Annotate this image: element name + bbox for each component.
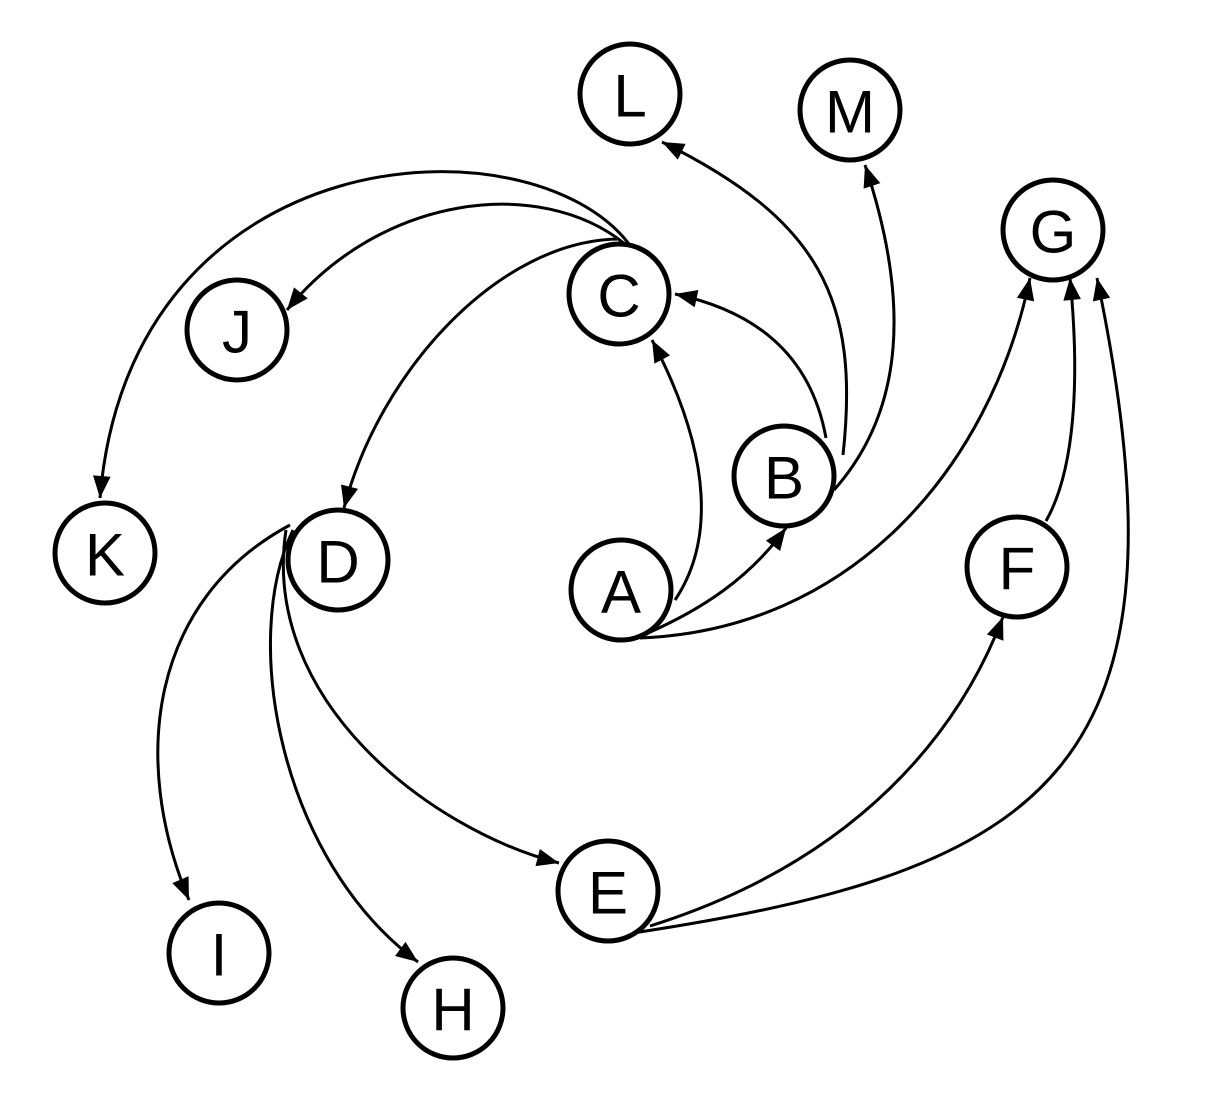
node-label-h: H [431,977,474,1044]
edge-c-to-j [285,202,626,311]
node-label-g: G [1030,199,1077,266]
edge-b-to-m [832,164,896,491]
node-h: H [400,955,506,1061]
node-circle-f [964,514,1070,620]
node-label-i: I [211,922,228,989]
node-label-b: B [764,445,804,512]
edge-e-to-g [632,277,1130,935]
node-circle-g [1000,177,1106,283]
node-m: M [797,57,903,163]
edge-c-to-d [341,237,620,509]
edge-e-to-f [649,616,1005,928]
node-label-c: C [597,263,640,330]
node-circle-e [555,838,661,944]
node-i: I [166,900,272,1006]
node-circle-j [184,277,290,383]
node-label-j: J [222,299,252,366]
edge-f-to-g [1044,277,1081,522]
node-circle-h [400,955,506,1061]
node-label-m: M [825,79,875,146]
node-g: G [1000,177,1106,283]
node-circle-d [285,507,391,613]
node-a: A [568,537,674,643]
edge-d-to-i [156,523,291,901]
edge-a-to-b [647,527,788,635]
node-b: B [731,423,837,529]
node-label-e: E [588,860,628,927]
node-circle-b [731,423,837,529]
node-j: J [184,277,290,383]
edge-b-to-c [674,289,828,439]
node-circle-i [166,900,272,1006]
node-label-f: F [999,536,1036,603]
node-l: L [577,41,683,147]
edge-d-to-e [282,529,560,867]
node-e: E [555,838,661,944]
node-circle-l [577,41,683,147]
edge-b-to-l [661,140,849,456]
node-k: K [52,500,158,606]
edge-d-to-h [269,529,419,964]
node-circle-a [568,537,674,643]
node-circle-c [566,241,672,347]
node-label-l: L [613,63,646,130]
edge-a-to-g [639,277,1035,640]
edge-a-to-c [650,339,703,601]
edge-c-to-k [93,170,631,499]
node-c: C [566,241,672,347]
node-circle-k [52,500,158,606]
node-label-k: K [85,522,125,589]
nodes-layer: A B C D E F G H I J K L M [52,41,1106,1061]
edges-layer [93,140,1130,964]
node-f: F [964,514,1070,620]
node-d: D [285,507,391,613]
node-label-d: D [316,529,359,596]
node-circle-m [797,57,903,163]
node-label-a: A [601,559,641,626]
